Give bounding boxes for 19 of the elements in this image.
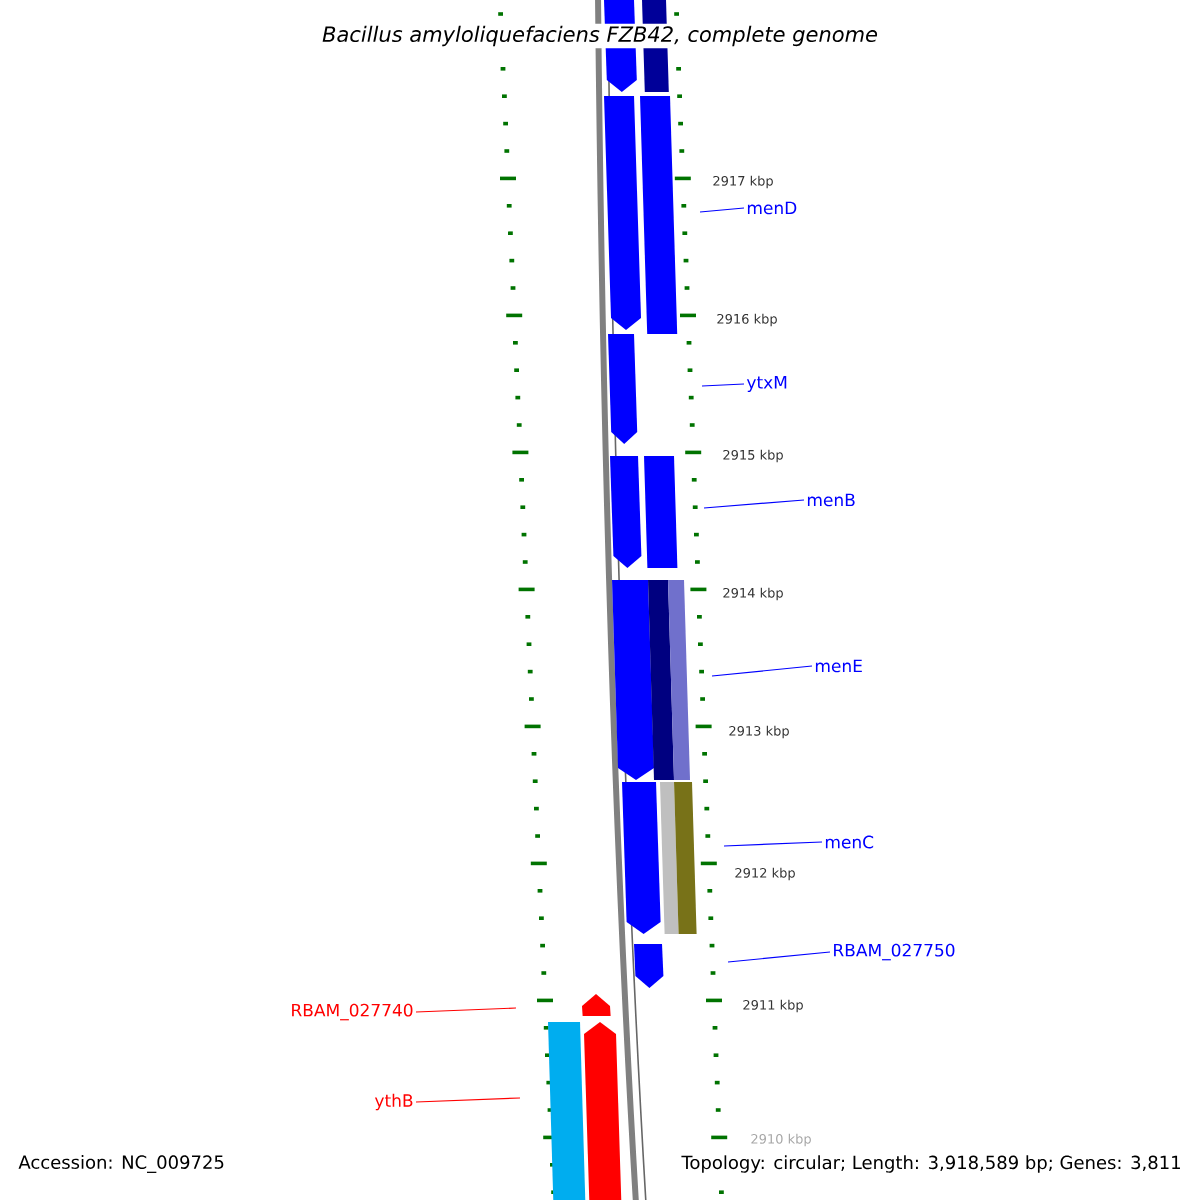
leader-line: [415, 1007, 517, 1013]
leader-line: [711, 665, 813, 677]
leader-line: [703, 499, 805, 509]
title: Bacillus amyloliquefaciens FZB42, complete genome: [320, 23, 880, 49]
gene-label: RBAM_027740: [292, 1003, 413, 1021]
leader-line: [727, 951, 831, 963]
leader-line: [701, 383, 745, 387]
gene-label: RBAM_027750: [834, 943, 955, 961]
gene-label: menC: [825, 835, 874, 849]
gene-label: menE: [815, 659, 862, 673]
footer-text: Accession: NC_009725: [16, 1153, 227, 1175]
gene-label: menB: [807, 493, 855, 507]
leader-line: [699, 207, 745, 213]
gene-label: ythB: [374, 1093, 413, 1111]
leader-line: [723, 841, 823, 847]
gene-label: menD: [747, 201, 797, 215]
gene-label: ytxM: [746, 376, 787, 392]
footer-text: Topology: circular; Length: 3,918,589 bp; Genes: 3,811: [679, 1153, 1184, 1175]
leader-line: [415, 1097, 521, 1103]
